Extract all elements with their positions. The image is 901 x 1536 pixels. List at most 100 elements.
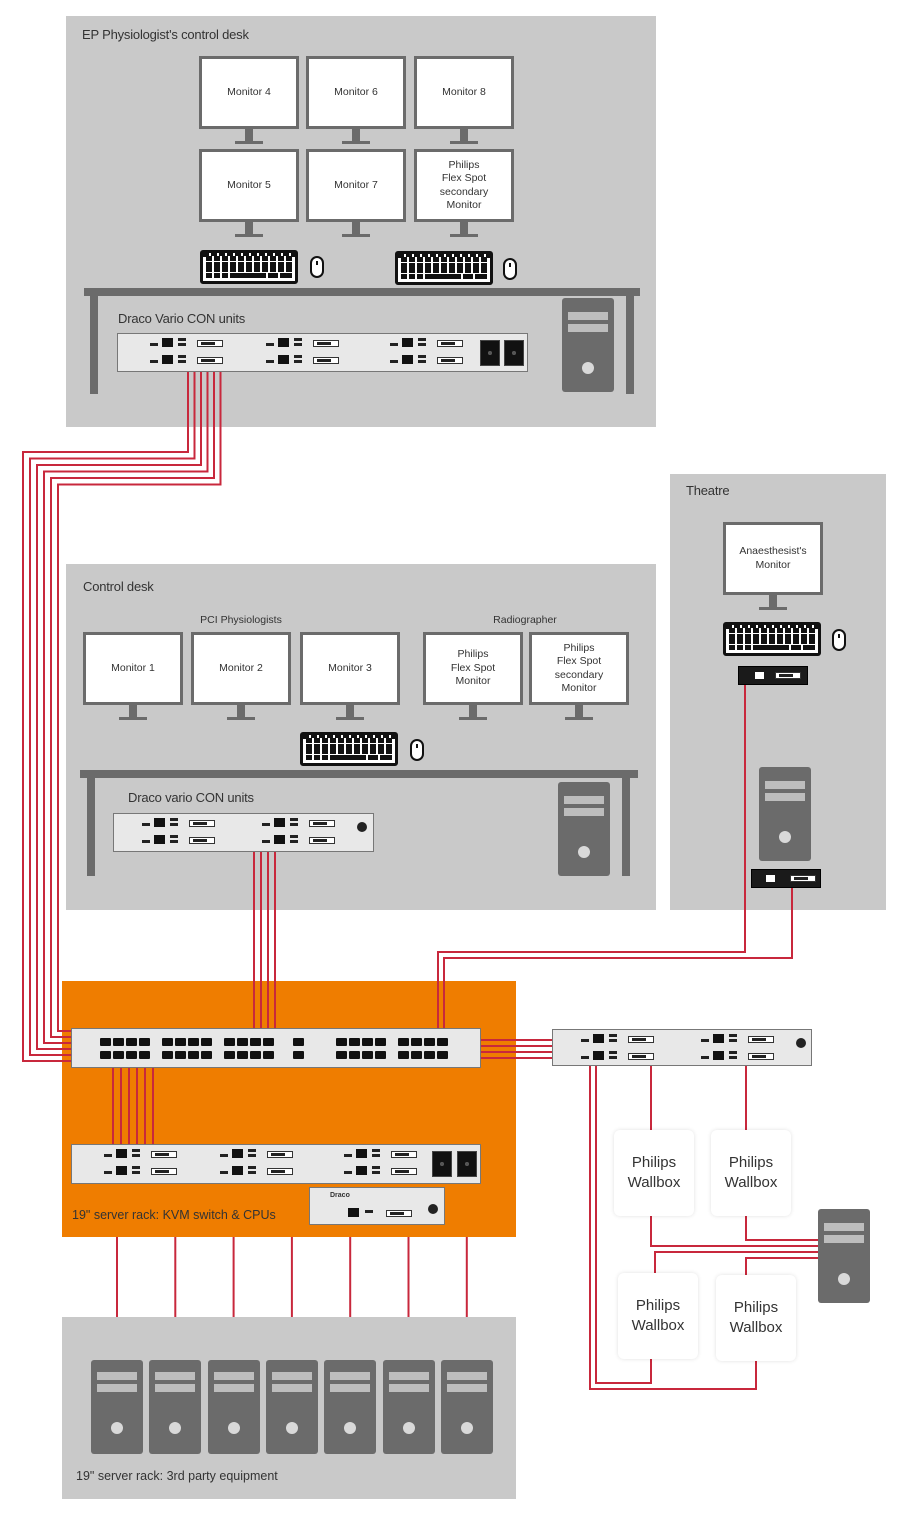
monitor-stand-foot (459, 717, 487, 720)
usb-port (262, 840, 270, 843)
kvm-port (139, 1038, 150, 1046)
usb-port (104, 1154, 112, 1157)
monitor-stand (469, 705, 477, 717)
monitor-label: Philips Flex Spot secondary Monitor (439, 158, 489, 212)
usb-port (418, 360, 426, 363)
usb-port (372, 1166, 380, 1169)
kvm-port (293, 1051, 304, 1059)
kvm-port (188, 1051, 199, 1059)
dvi-port (309, 820, 335, 827)
monitor-stand-foot (342, 141, 370, 144)
kvm-port (224, 1051, 235, 1059)
usb-port (729, 1034, 737, 1037)
kvm-port (398, 1051, 409, 1059)
monitor-label: Monitor 3 (328, 661, 372, 674)
kvm-port (175, 1038, 186, 1046)
ep-monitor: Monitor 8 (414, 56, 514, 129)
rj45-port (278, 338, 289, 347)
usb-port (294, 355, 302, 358)
monitor-label: Monitor 8 (442, 85, 486, 98)
power-socket (457, 1151, 477, 1177)
monitor-stand-foot (336, 717, 364, 720)
usb-port (290, 835, 298, 838)
usb-port (132, 1166, 140, 1169)
dvi-port (628, 1053, 654, 1060)
monitor-stand-foot (235, 141, 263, 144)
rj45-port (274, 835, 285, 844)
monitor-stand (346, 705, 354, 717)
usb-port (142, 823, 150, 826)
usb-port (150, 360, 158, 363)
rj45-port (162, 355, 173, 364)
desk-leg (87, 776, 95, 876)
wallbox-to-cpu-cable (745, 1257, 818, 1275)
kvm-port (437, 1051, 448, 1059)
usb-port (170, 823, 178, 826)
kvm-port (411, 1051, 422, 1059)
monitor-stand (237, 705, 245, 717)
dvi-port (267, 1151, 293, 1158)
cd-draco-con-unit (113, 813, 374, 852)
wallbox-to-cpu-cable (650, 1216, 818, 1247)
rj45-port (713, 1051, 724, 1060)
desk-top (80, 770, 638, 778)
monitor-stand-foot (227, 717, 255, 720)
wallbox-label: Philips Wallbox (631, 1297, 685, 1334)
usb-port (142, 840, 150, 843)
usb-port (248, 1154, 256, 1157)
kvm-port (349, 1038, 360, 1046)
kvm-port (250, 1038, 261, 1046)
kvm-port (375, 1051, 386, 1059)
monitor-stand-foot (119, 717, 147, 720)
monitor-stand (352, 222, 360, 234)
monitor-stand-foot (759, 607, 787, 610)
monitor-stand (352, 129, 360, 141)
kvm-port (126, 1051, 137, 1059)
usb-port (372, 1171, 380, 1174)
keyboard-icon (395, 251, 493, 285)
usb-port (609, 1039, 617, 1042)
dvi-port (391, 1168, 417, 1175)
dvi-port (313, 357, 339, 364)
dvi-port (189, 837, 215, 844)
usb-port (290, 818, 298, 821)
monitor-label: Anaesthesist's Monitor (739, 545, 807, 571)
dvi-port (437, 340, 463, 347)
usb-port (220, 1171, 228, 1174)
cpu-unit-chassis (71, 1144, 481, 1184)
kvm-port (100, 1038, 111, 1046)
kvm-port (175, 1051, 186, 1059)
kvm-port (375, 1038, 386, 1046)
usb-port (294, 343, 302, 346)
kvm-port (237, 1038, 248, 1046)
control-desk-monitor: Monitor 3 (300, 632, 400, 705)
monitor-stand-foot (565, 717, 593, 720)
power-socket (504, 340, 524, 366)
ep-monitor: Monitor 6 (306, 56, 406, 129)
usb-port (701, 1056, 709, 1059)
usb-port (344, 1171, 352, 1174)
kvm-port (126, 1038, 137, 1046)
kvm-port (336, 1051, 347, 1059)
rj45-port (154, 818, 165, 827)
rj45-port (116, 1149, 127, 1158)
dvi-port (748, 1053, 774, 1060)
monitor-label: Monitor 6 (334, 85, 378, 98)
power-knob (796, 1038, 806, 1048)
desk-top (84, 288, 640, 296)
dvi-port (309, 837, 335, 844)
keyboard-icon (300, 732, 398, 766)
dvi-port (628, 1036, 654, 1043)
rj45-port (154, 835, 165, 844)
anaesthesist-monitor: Anaesthesist's Monitor (723, 522, 823, 595)
kvm-port (437, 1038, 448, 1046)
kvm-port (398, 1038, 409, 1046)
usb-port (262, 823, 270, 826)
philips-wallbox: Philips Wallbox (614, 1130, 694, 1216)
kvm-port (237, 1051, 248, 1059)
usb-port (729, 1039, 737, 1042)
usb-port (729, 1056, 737, 1059)
control-desk-label: Control desk (83, 579, 154, 594)
kvm-port (293, 1038, 304, 1046)
monitor-stand-foot (450, 141, 478, 144)
